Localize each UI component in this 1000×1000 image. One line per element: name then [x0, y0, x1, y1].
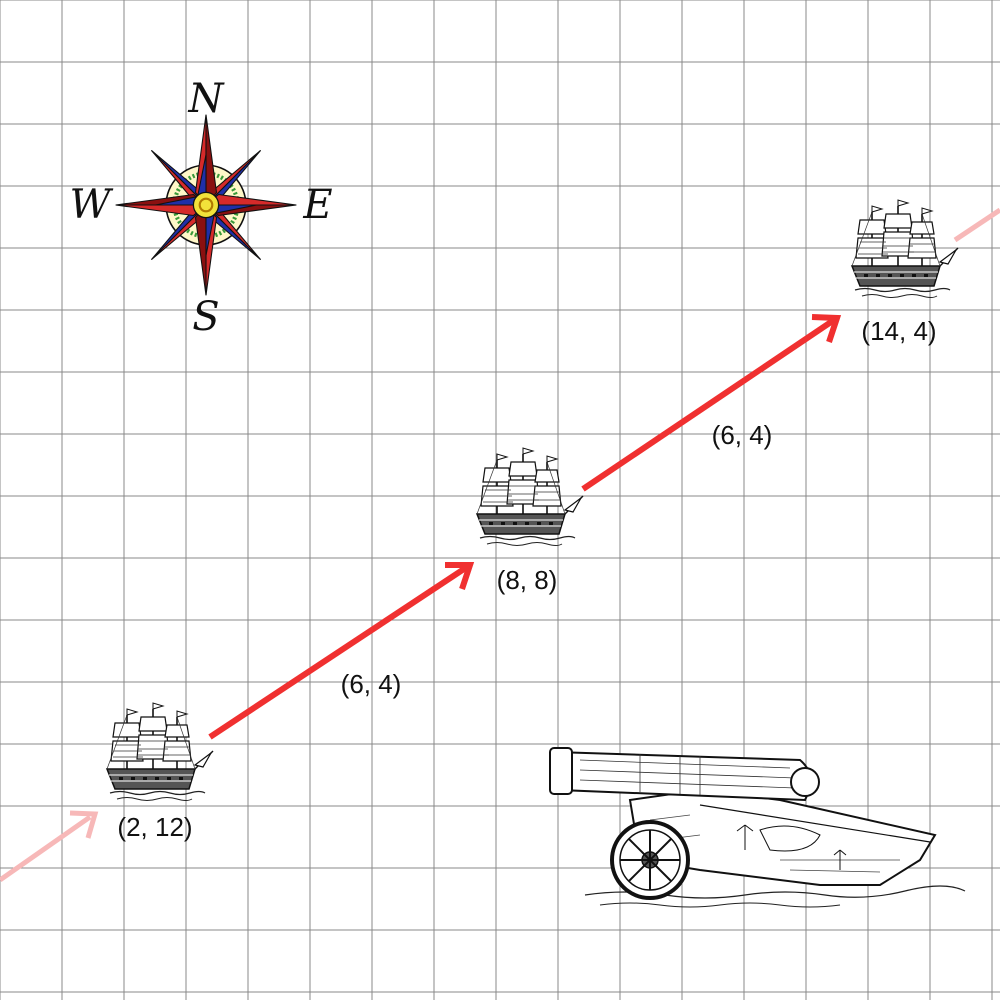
arrowhead-1 [445, 562, 475, 590]
compass-rose-icon: N S E W [69, 76, 332, 340]
cannon-icon [549, 747, 966, 908]
arrowhead-2 [811, 314, 842, 343]
compass-south-label: S [192, 294, 219, 340]
displacement-arrows [208, 314, 842, 740]
compass-east-label: E [302, 182, 332, 228]
position-label: (2, 12) [117, 812, 192, 842]
faded-arrows [0, 207, 1000, 883]
displacement-arrow-1 [208, 564, 469, 740]
position-label: (14, 4) [861, 316, 936, 346]
incoming-arrowhead-faded [69, 810, 99, 839]
compass-north-label: N [188, 76, 226, 122]
compass-west-label: W [69, 182, 113, 228]
displacement-label: (6, 4) [341, 669, 402, 699]
position-label: (8, 8) [497, 565, 558, 595]
sailing-ship-icon [476, 447, 584, 547]
displacement-label: (6, 4) [712, 420, 773, 450]
sailing-ship-icon [106, 702, 214, 802]
incoming-arrow-faded [0, 814, 92, 883]
outgoing-arrow-faded [953, 207, 1000, 243]
displacement-arrow-2 [581, 317, 836, 492]
